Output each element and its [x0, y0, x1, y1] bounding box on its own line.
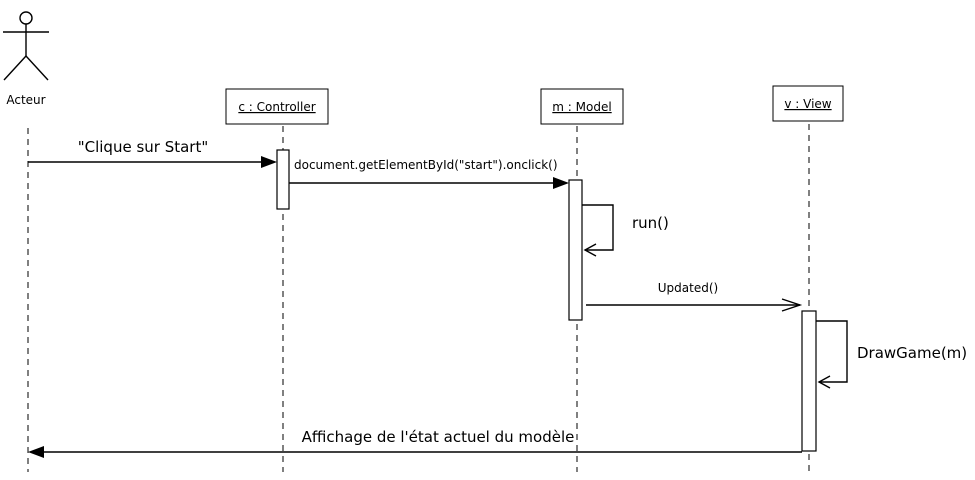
- message-drawgame-label: DrawGame(m): [857, 344, 967, 362]
- message-updated: Updated(): [586, 281, 803, 312]
- model-participant-label: m : Model: [552, 100, 611, 114]
- view-participant-label: v : View: [784, 97, 831, 111]
- controller-participant: c : Controller: [225, 88, 329, 125]
- model-participant: m : Model: [540, 88, 624, 125]
- message-run: run(): [582, 204, 669, 257]
- message-clique-start: "Clique sur Start": [28, 138, 277, 168]
- view-participant: v : View: [772, 85, 844, 122]
- open-arrowhead-icon: [817, 375, 831, 389]
- message-affichage: Affichage de l'état actuel du modèle: [28, 428, 802, 458]
- open-arrowhead-icon: [781, 298, 803, 312]
- message-updated-label: Updated(): [658, 281, 718, 295]
- message-affichage-label: Affichage de l'état actuel du modèle: [302, 428, 575, 446]
- filled-arrowhead-icon: [553, 177, 569, 189]
- model-activation: [568, 179, 583, 321]
- message-onclick: document.getElementById("start").onclick…: [289, 158, 569, 189]
- view-activation: [801, 310, 817, 452]
- actor-figure-icon: [3, 11, 49, 81]
- message-clique-start-label: "Clique sur Start": [78, 138, 209, 156]
- message-drawgame: DrawGame(m): [816, 320, 967, 389]
- filled-arrowhead-icon: [261, 156, 277, 168]
- message-onclick-label: document.getElementById("start").onclick…: [294, 158, 558, 172]
- open-arrowhead-icon: [583, 243, 597, 257]
- filled-arrowhead-icon: [28, 446, 44, 458]
- controller-activation: [276, 149, 290, 210]
- message-run-label: run(): [632, 214, 669, 232]
- actor-label: Acteur: [6, 93, 45, 107]
- controller-participant-label: c : Controller: [238, 100, 315, 114]
